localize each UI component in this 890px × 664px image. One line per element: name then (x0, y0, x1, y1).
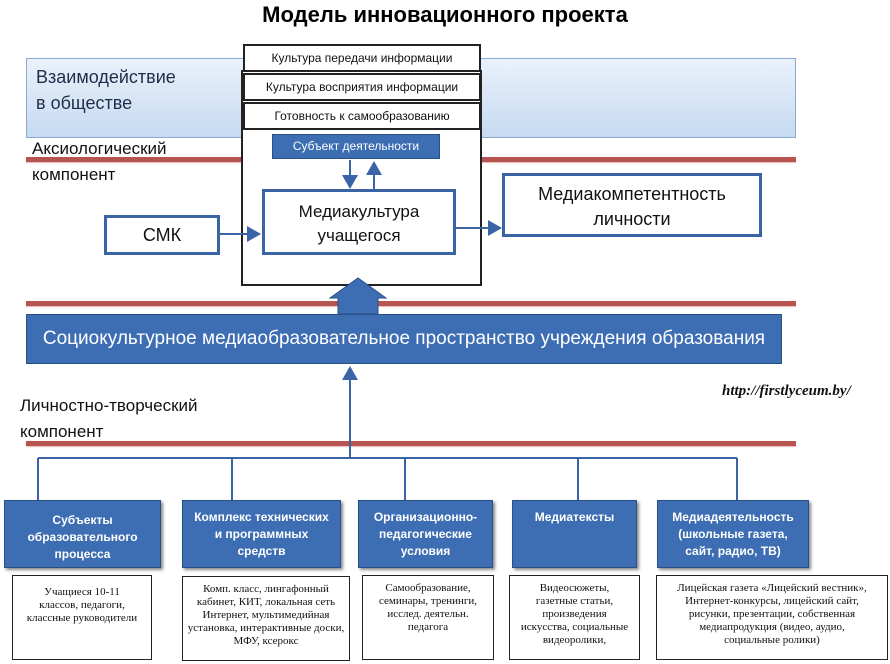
category-box: Медиадеятельность (школьные газета, сайт… (657, 500, 809, 568)
student-mediaculture-box: Медиакультура учащегося (262, 189, 456, 255)
axiological-label: Аксиологический компонент (32, 139, 167, 184)
activity-subject-box: Субъект деятельности (272, 134, 440, 159)
info-transfer-culture-box: Культура передачи информации (243, 44, 481, 72)
category-box: Субъекты образовательного процесса (4, 500, 161, 568)
source-url: http://firstlyceum.by/ (722, 383, 851, 399)
personal-mediacompetence-box: Медиакомпетентность личности (502, 173, 762, 237)
category-box: Комплекс технических и программных средс… (182, 500, 341, 568)
divider-line (26, 301, 796, 306)
detail-box: Самообразование, семинары, тренинги, исс… (362, 575, 494, 660)
divider-line (26, 441, 796, 446)
sociocultural-space-bar: Социокультурное медиаобразовательное про… (26, 314, 782, 364)
smk-box: СМК (104, 215, 220, 255)
detail-box: Комп. класс, лингафонный кабинет, КИТ, л… (182, 576, 350, 661)
category-box: Организационно- педагогические условия (358, 500, 493, 568)
info-perception-culture-box: Культура восприятия информации (243, 73, 481, 101)
society-label: Взаимодействие в обществе (36, 67, 176, 113)
detail-box: Учащиеся 10-11 классов, педагоги, классн… (12, 575, 152, 660)
category-box: Медиатексты (512, 500, 637, 568)
detail-box: Видеосюжеты, газетные статьи, произведен… (509, 575, 640, 660)
personal-creative-label: Личностно-творческий компонент (20, 396, 198, 441)
detail-box: Лицейская газета «Лицейский вестник», Ин… (656, 575, 888, 660)
self-education-readiness-box: Готовность к самообразованию (243, 102, 481, 130)
diagram-title: Модель инновационного проекта (262, 2, 628, 27)
